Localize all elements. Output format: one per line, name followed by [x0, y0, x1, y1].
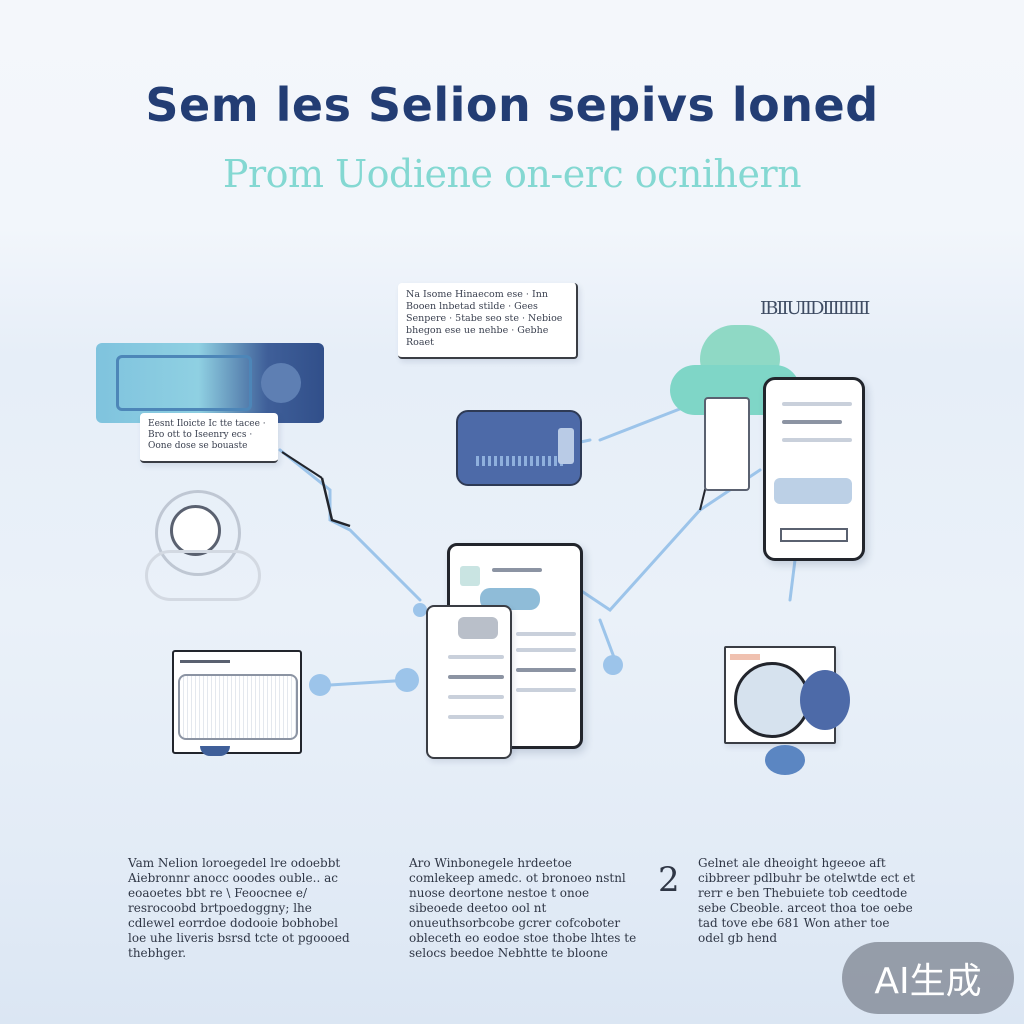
phone-icon	[426, 605, 512, 759]
watermark-badge: AI生成	[842, 942, 1014, 1014]
connector-node	[413, 603, 427, 617]
connector-node	[309, 674, 331, 696]
bottom-note-2: Aro Winbonegele hrdeetoe comlekeep amedc…	[409, 856, 637, 960]
mixer-icon	[456, 410, 582, 486]
callout-top-center: Na Isome Hinaecom ese · Inn Booen lnbeta…	[398, 283, 578, 359]
laptop-icon	[172, 650, 302, 756]
page-subtitle: Prom Uodiene on-erc ocnihern	[222, 152, 802, 196]
callout-text: Eesnt Iloicte Ic tte tacee · Bro ott to …	[148, 419, 266, 451]
label-top-right: IBIIUIIDIIIIIIIII	[760, 298, 870, 319]
device-icon	[145, 490, 265, 601]
connector-node	[603, 655, 623, 675]
connector-left-to-center	[278, 448, 422, 602]
connector-node	[395, 668, 419, 692]
camera-base	[765, 745, 805, 775]
bottom-note-3: Gelnet ale dheoight hgeeoe aft cibbreer …	[698, 856, 915, 945]
bottom-note-1: Vam Nelion loroegedel lre odoebbt Aiebro…	[128, 856, 350, 960]
connector-center-to-phone	[578, 468, 762, 612]
bottom-note-3-arrow-icon: 2	[658, 860, 680, 900]
monitor-icon	[96, 343, 324, 423]
page-title: Sem les Selion sepivs loned	[145, 78, 879, 132]
connector-dark-segment	[320, 477, 351, 528]
phone-icon	[763, 377, 865, 561]
camera-lens	[800, 670, 850, 730]
callout-text: Na Isome Hinaecom ese · Inn Booen lnbeta…	[406, 289, 563, 348]
connector-dark-segment	[281, 451, 323, 479]
connector-center-to-bottom	[598, 618, 617, 662]
connector-mixer-to-cloud	[598, 403, 692, 442]
connector-phone-to-camera	[788, 558, 797, 602]
callout-left: Eesnt Iloicte Ic tte tacee · Bro ott to …	[140, 413, 278, 463]
